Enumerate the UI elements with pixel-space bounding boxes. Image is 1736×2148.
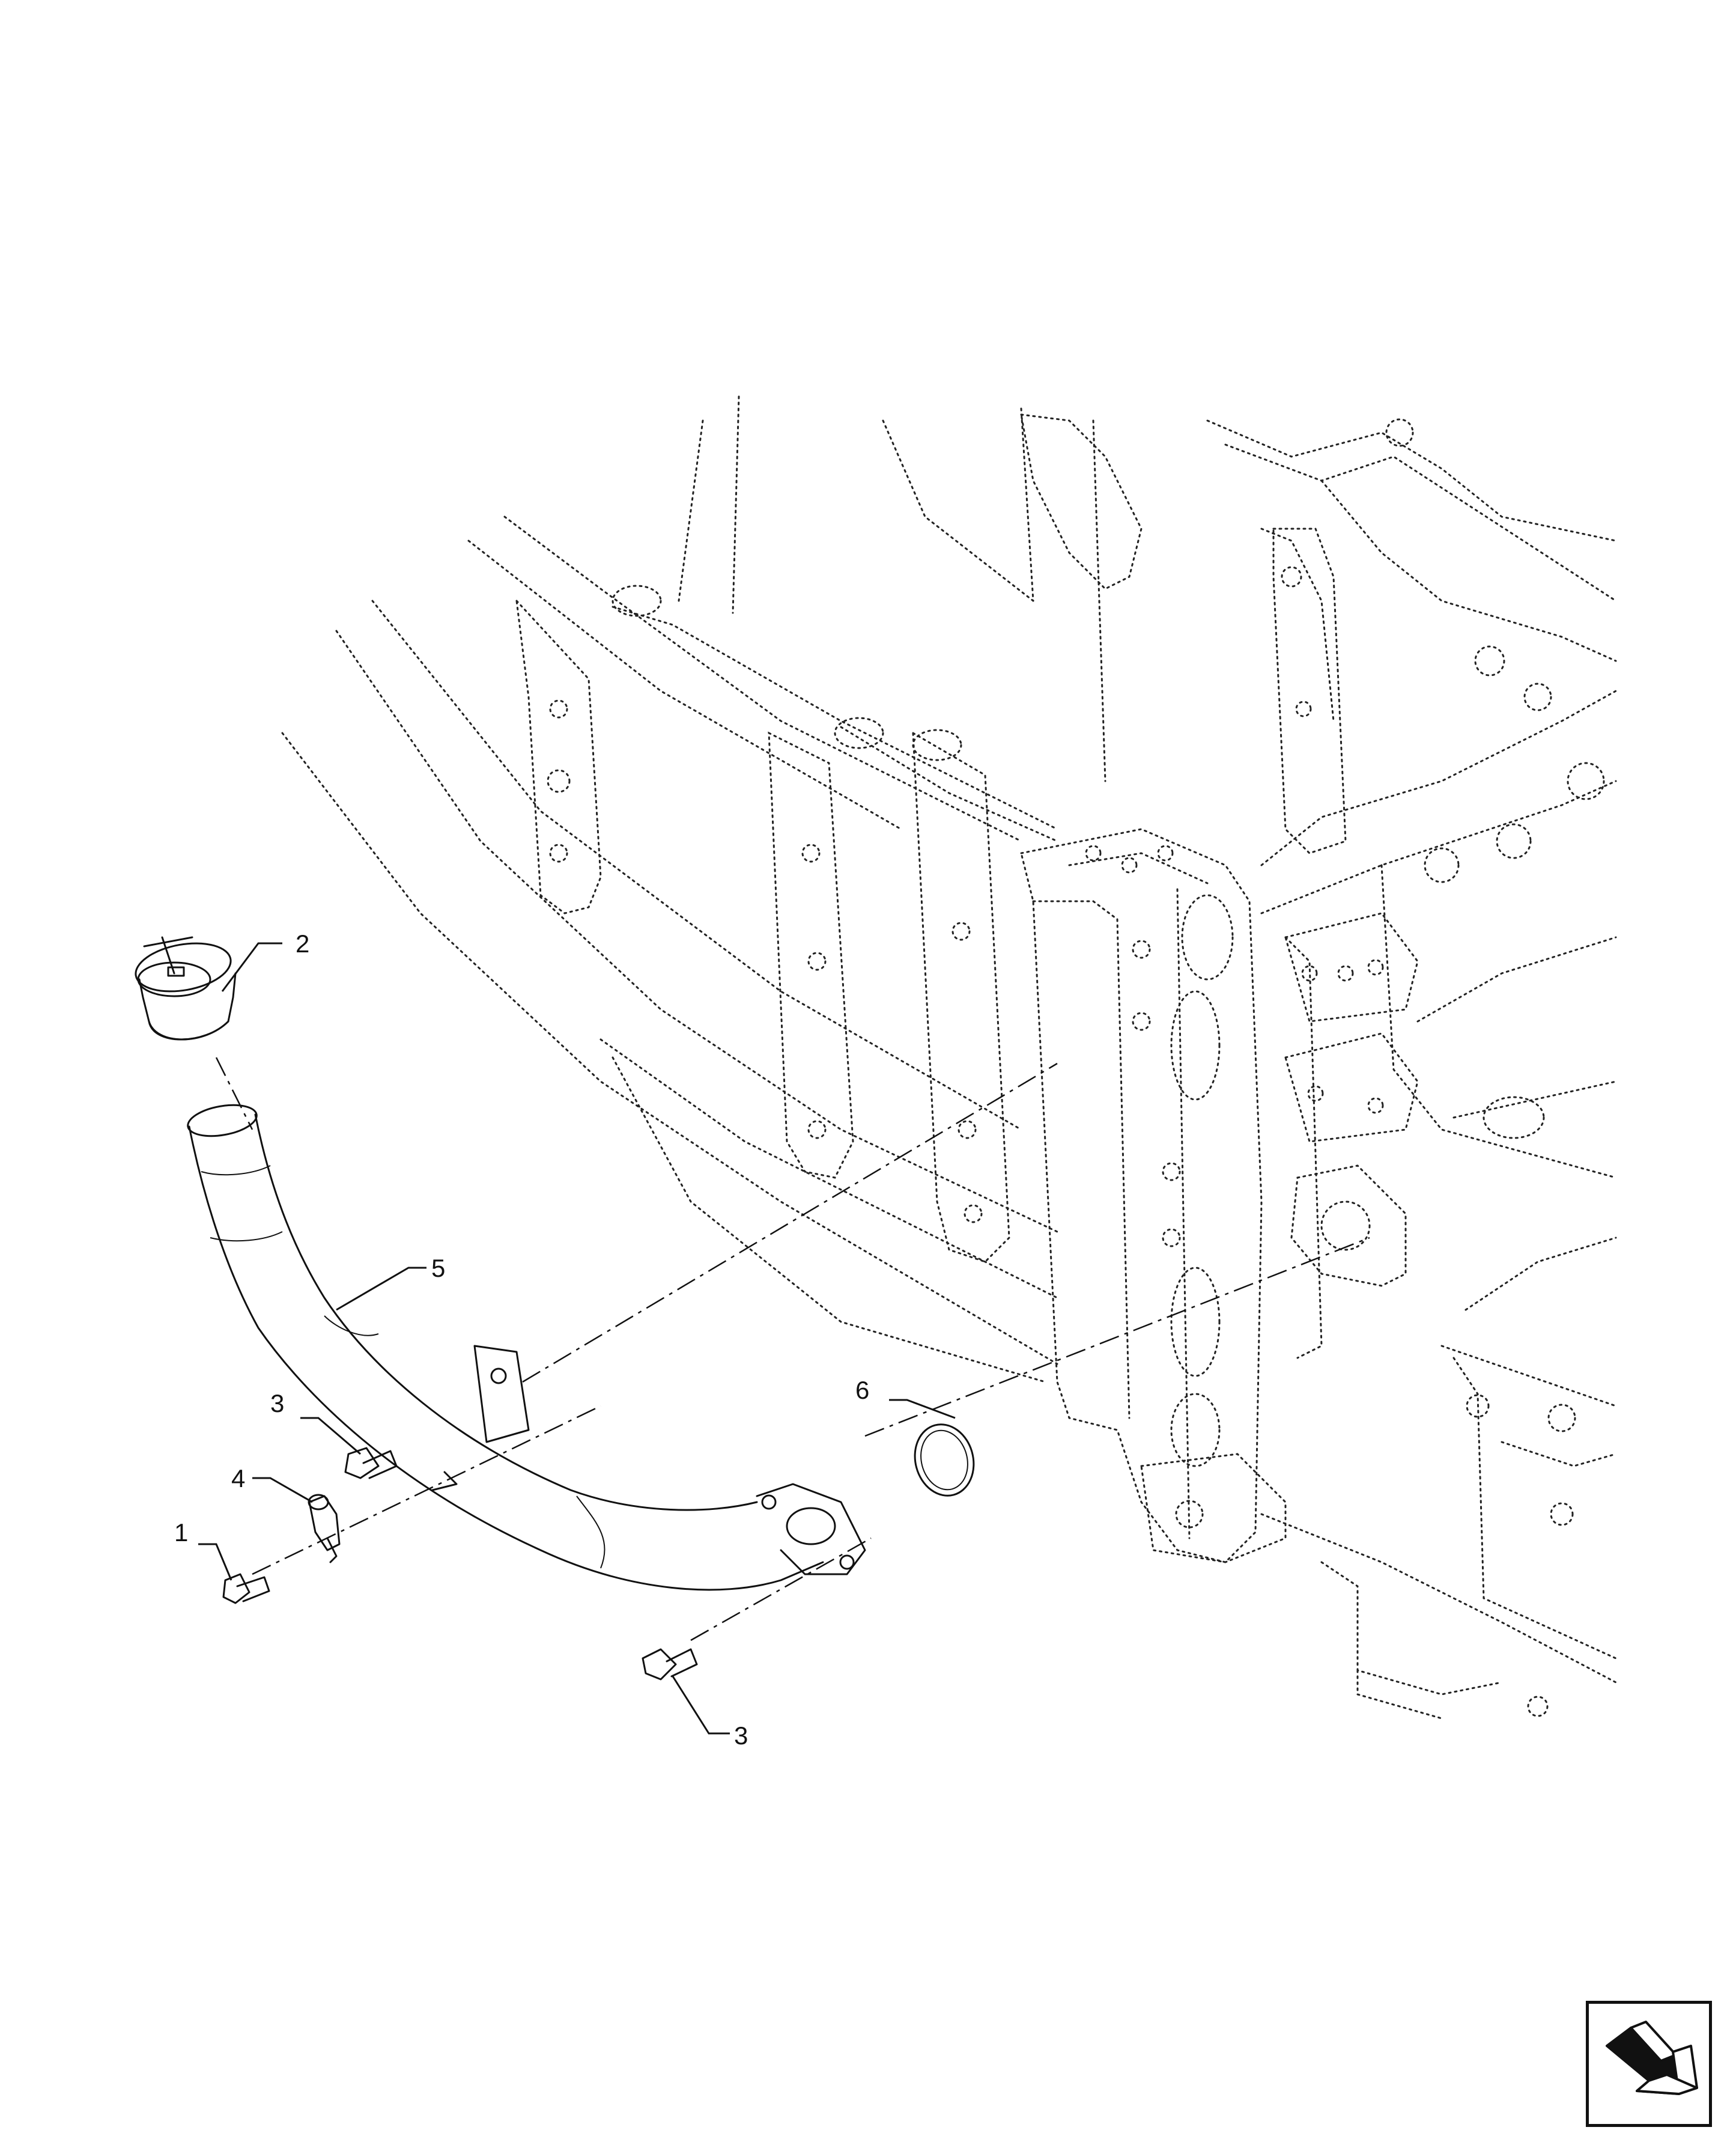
- callout-2: 2: [296, 929, 309, 958]
- callout-5: 5: [431, 1254, 445, 1282]
- callout-labels: 2 5 6 3 4 1 3: [174, 929, 869, 1750]
- callout-3-upper: 3: [270, 1389, 284, 1417]
- part-6-o-ring[interactable]: [907, 1418, 982, 1503]
- part-3-bolt-upper[interactable]: [344, 1447, 398, 1479]
- part-3-bolt-lower[interactable]: [642, 1648, 698, 1681]
- part-4-clip[interactable]: [308, 1494, 341, 1563]
- leader-lines: [198, 942, 956, 1735]
- return-button[interactable]: [1586, 2001, 1712, 2127]
- callout-6: 6: [855, 1376, 869, 1404]
- assembly-centerlines: [215, 1057, 1370, 1641]
- part-1-bolt[interactable]: [222, 1573, 270, 1604]
- callout-3-lower: 3: [734, 1721, 748, 1750]
- tractor-frame: [281, 395, 1617, 1720]
- part-5-tube[interactable]: [186, 1100, 866, 1591]
- part-2-cap[interactable]: [132, 936, 237, 1041]
- callout-4: 4: [231, 1464, 245, 1492]
- return-arrow-icon: [1606, 2021, 1698, 2095]
- callout-1: 1: [174, 1518, 188, 1547]
